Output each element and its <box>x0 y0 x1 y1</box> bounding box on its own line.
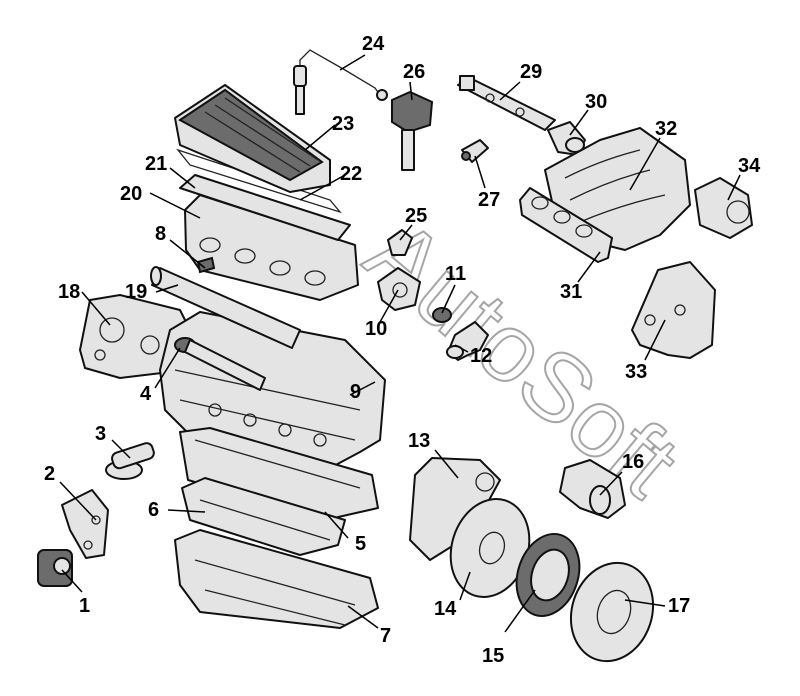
pressure-plate-part <box>569 561 655 663</box>
label-4: 4 <box>140 383 152 405</box>
label-12: 12 <box>470 345 492 367</box>
label-3: 3 <box>95 423 106 445</box>
leader-lines <box>59 54 741 633</box>
label-23: 23 <box>332 113 354 135</box>
support-bracket-part <box>631 261 716 359</box>
head-gasket-part <box>179 174 351 241</box>
label-7: 7 <box>380 625 391 647</box>
label-13: 13 <box>408 430 430 452</box>
dowel-pin-part <box>196 256 216 274</box>
label-15: 15 <box>482 645 504 667</box>
valve-cover-part <box>174 84 331 193</box>
ignition-coil-part <box>391 90 434 171</box>
label-10: 10 <box>365 318 387 340</box>
label-31: 31 <box>560 281 582 303</box>
clutch-disc-part <box>515 532 581 618</box>
shaft-tube-part <box>150 266 301 349</box>
elbow-pipe-part <box>446 321 489 361</box>
fuel-rail-part <box>457 75 556 131</box>
baffle-plate-part <box>181 477 346 556</box>
label-25: 25 <box>405 205 427 227</box>
label-16: 16 <box>622 451 644 473</box>
label-17: 17 <box>668 595 690 617</box>
label-32: 32 <box>655 118 677 140</box>
label-27: 27 <box>478 189 500 211</box>
water-outlet-part <box>387 229 413 256</box>
label-30: 30 <box>585 91 607 113</box>
label-22: 22 <box>340 163 362 185</box>
label-9: 9 <box>350 381 361 403</box>
sensor-cable-part <box>293 49 388 115</box>
label-1: 1 <box>79 595 90 617</box>
label-5: 5 <box>355 533 366 555</box>
throttle-body-part <box>694 177 753 239</box>
thermostat-housing-part <box>377 267 421 311</box>
label-34: 34 <box>738 155 761 177</box>
small-cap-part <box>432 307 452 323</box>
label-20: 20 <box>120 183 142 205</box>
engine-mount-part <box>37 549 73 587</box>
label-6: 6 <box>148 499 159 521</box>
manifold-gasket-part <box>519 187 613 263</box>
label-11: 11 <box>445 263 466 285</box>
label-2: 2 <box>44 463 55 485</box>
starter-motor-part <box>559 459 626 519</box>
part-number-labels: 1 2 3 4 5 6 7 8 9 10 11 12 13 14 15 16 1… <box>44 33 761 667</box>
crank-seal-part <box>174 337 266 391</box>
label-14: 14 <box>434 598 457 620</box>
label-21: 21 <box>145 153 167 175</box>
pressure-regulator-part <box>547 121 586 156</box>
oil-cap-part <box>105 442 155 480</box>
label-18: 18 <box>58 281 80 303</box>
oil-pan-gasket-part <box>179 427 379 521</box>
label-8: 8 <box>155 223 166 245</box>
temp-sensor-part <box>461 139 489 163</box>
label-29: 29 <box>520 61 542 83</box>
label-24: 24 <box>362 33 385 55</box>
mount-bracket-part <box>61 489 109 559</box>
oil-pan-part <box>174 529 379 629</box>
label-19: 19 <box>125 281 147 303</box>
label-33: 33 <box>625 361 647 383</box>
label-26: 26 <box>403 61 425 83</box>
